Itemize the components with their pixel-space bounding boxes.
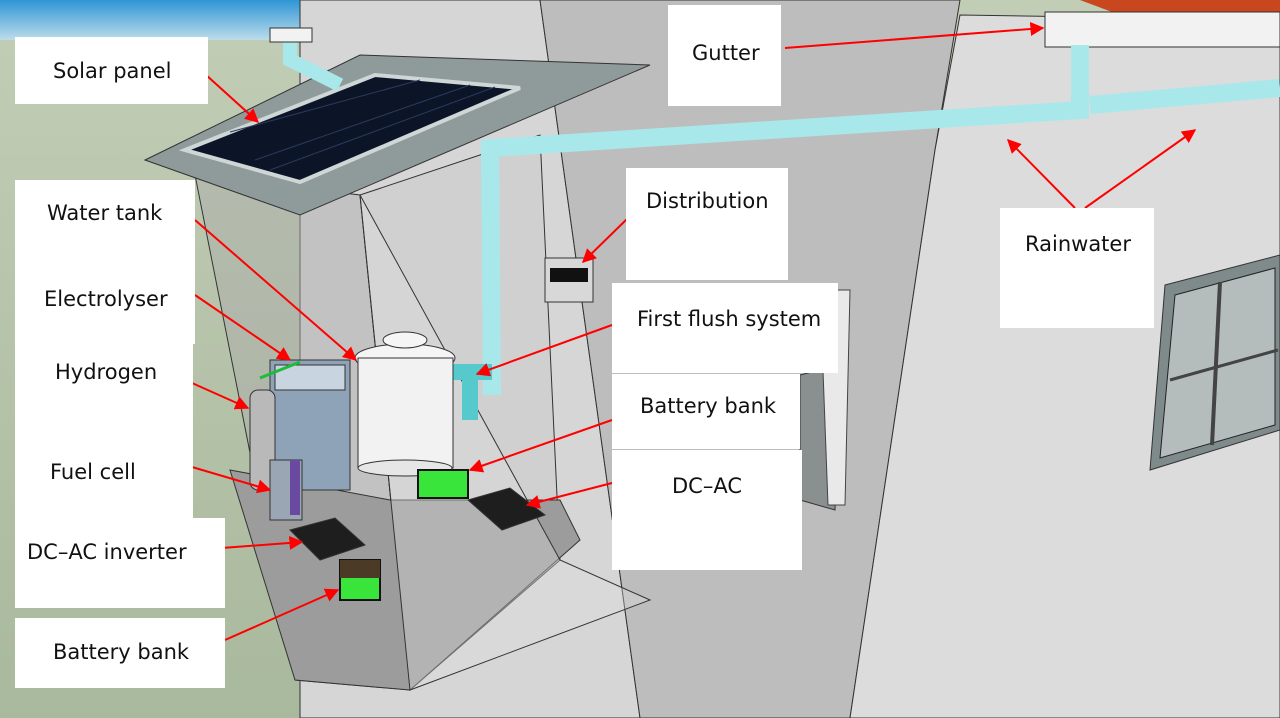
label-electrolyser-text: Electrolyser	[44, 287, 168, 311]
label-hydrogen-text: Hydrogen	[55, 360, 158, 384]
label-dc-ac-right: DC–AC	[612, 450, 802, 570]
arrow-dc-ac-right	[525, 482, 613, 509]
arrow-first-flush	[475, 324, 613, 377]
dc-ac-unit-right	[466, 487, 547, 531]
arrow-electrolyser	[194, 294, 292, 361]
label-dc-ac-inverter-text: DC–AC inverter	[27, 540, 187, 564]
label-first-flush-text: First flush system	[637, 307, 822, 331]
label-battery-bank-right: Battery bank	[612, 374, 800, 449]
label-hydrogen: Hydrogen	[15, 344, 193, 450]
label-solar-panel-text: Solar panel	[53, 59, 172, 83]
fuel-cell-stack	[290, 460, 300, 515]
sky	[0, 0, 300, 40]
label-distribution-text: Distribution	[646, 189, 769, 213]
arrow-battery-bank-left	[224, 588, 340, 641]
arrow-distribution	[581, 217, 629, 263]
label-fuel-cell-text: Fuel cell	[50, 460, 136, 484]
label-battery-bank-left-text: Battery bank	[53, 640, 190, 664]
arrow-fuel-cell	[191, 466, 272, 494]
battery-bank-right-unit	[417, 469, 469, 499]
label-electrolyser: Electrolyser	[15, 280, 195, 344]
rain-pipe	[480, 45, 1089, 396]
window	[1149, 254, 1280, 471]
label-rainwater-text: Rainwater	[1025, 232, 1131, 256]
label-gutter: Gutter	[668, 5, 781, 106]
label-water-tank: Water tank	[15, 180, 195, 280]
label-first-flush: First flush system	[612, 283, 838, 373]
top-left-pipe	[283, 35, 344, 92]
distribution-breakers	[550, 268, 588, 282]
label-water-tank-text: Water tank	[47, 201, 163, 225]
rain-pipe-right	[1089, 79, 1280, 114]
arrow-battery-bank-right	[468, 419, 613, 473]
label-battery-bank-right-text: Battery bank	[640, 394, 777, 418]
arrow-water-tank	[194, 219, 358, 361]
dc-ac-unit-left	[289, 517, 366, 561]
label-fuel-cell: Fuel cell	[15, 450, 193, 518]
label-dc-ac-right-text: DC–AC	[672, 474, 742, 498]
top-left-cap	[269, 27, 313, 43]
solar-panel-grid	[229, 79, 496, 171]
label-distribution: Distribution	[626, 168, 788, 280]
arrow-hydrogen	[191, 382, 250, 410]
gutter	[1044, 11, 1280, 48]
label-gutter-text: Gutter	[692, 41, 760, 65]
roof-edge	[1080, 0, 1280, 15]
label-dc-ac-inverter: DC–AC inverter	[15, 518, 225, 608]
arrow-rainwater-right	[1084, 129, 1197, 209]
arrow-gutter	[784, 21, 1045, 49]
label-battery-bank-left: Battery bank	[15, 618, 225, 688]
water-tank	[354, 331, 456, 477]
arrow-rainwater-left	[1007, 139, 1076, 209]
label-solar-panel: Solar panel	[15, 37, 208, 104]
label-rainwater: Rainwater	[1000, 208, 1154, 328]
battery-bank-left-top	[340, 560, 380, 578]
callout-arrows	[191, 21, 1197, 641]
